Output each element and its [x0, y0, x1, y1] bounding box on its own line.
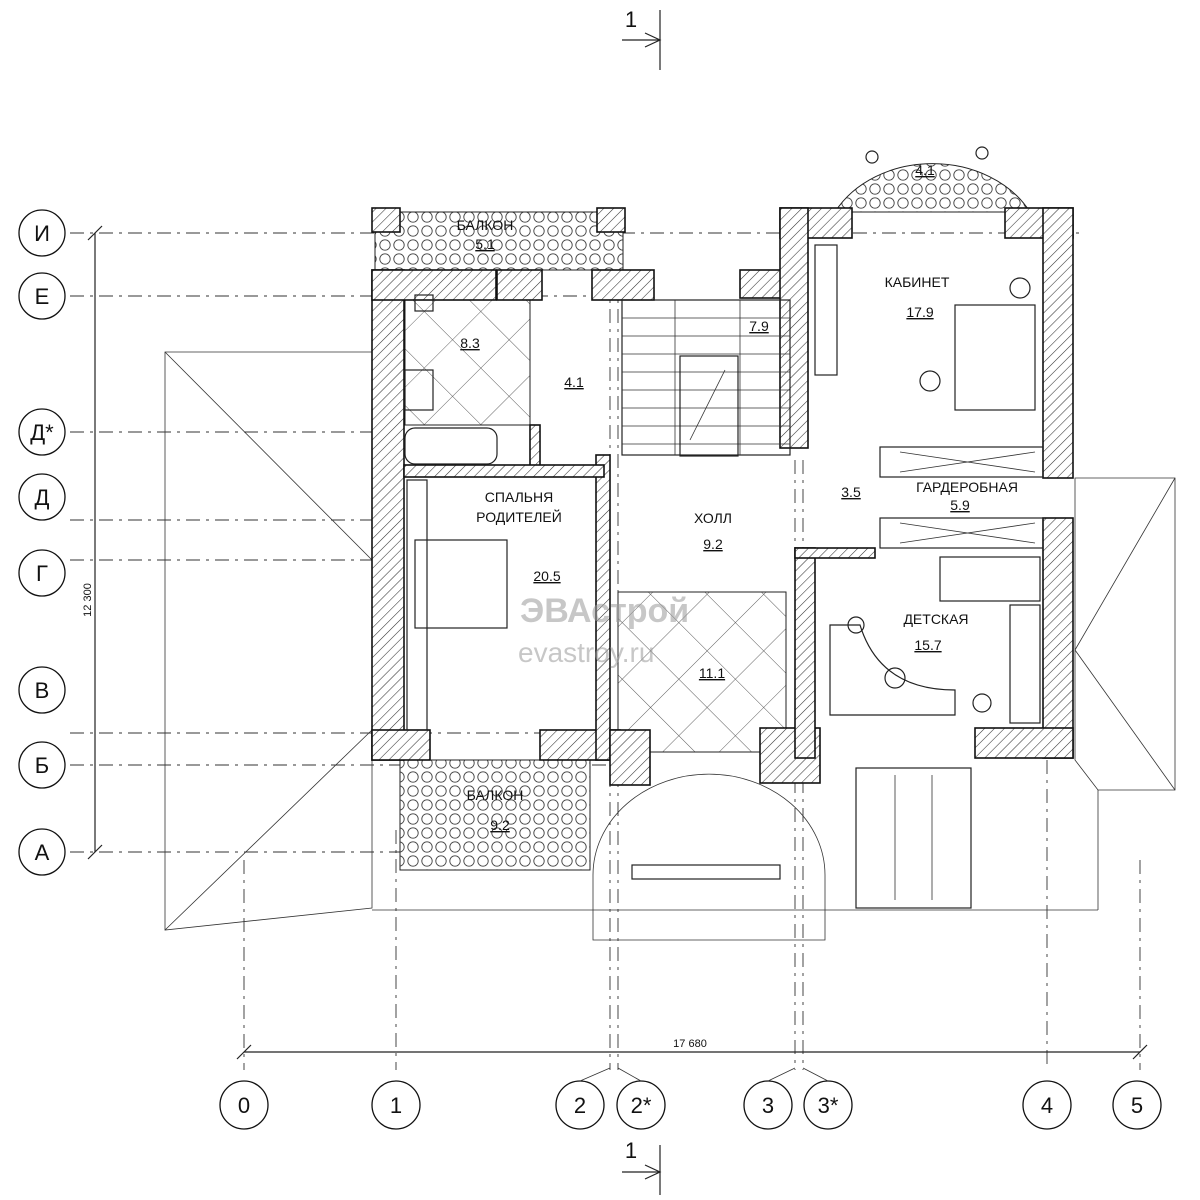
room-area: 5.9 — [950, 497, 970, 513]
stairs — [621, 299, 791, 457]
room-area: 4.1 — [564, 374, 584, 390]
room-name: БАЛКОН — [467, 787, 524, 803]
room-area: 7.9 — [749, 318, 769, 334]
svg-text:1: 1 — [625, 1138, 637, 1163]
col-axis-markers: 0 1 2 2* 3 3* 4 5 — [219, 1067, 1162, 1130]
section-mark-bottom: 1 — [622, 1138, 662, 1195]
axis-col-label: 2* — [631, 1093, 652, 1118]
svg-text:1: 1 — [625, 7, 637, 32]
col-axis-lines — [243, 280, 1141, 1070]
room-name: СПАЛЬНЯ — [485, 489, 553, 505]
axis-row-label: Б — [35, 753, 49, 778]
vertical-dimension: 12 300 — [82, 583, 94, 617]
bathroom-top-tile — [404, 299, 531, 426]
axis-row-label: И — [34, 221, 50, 246]
room-area: 8.3 — [460, 335, 480, 351]
watermark-name: ЭВАстрой — [520, 592, 689, 630]
room-name: РОДИТЕЛЕЙ — [476, 508, 562, 525]
room-area: 15.7 — [914, 637, 941, 653]
room-area: 17.9 — [906, 304, 933, 320]
bathroom-mid-tile — [617, 591, 787, 753]
room-name: КАБИНЕТ — [885, 274, 950, 290]
row-axis-lines — [70, 232, 1085, 853]
axis-col-label: 3 — [762, 1093, 774, 1118]
room-name: ДЕТСКАЯ — [903, 611, 968, 627]
office-desk — [954, 304, 1036, 411]
axis-col-label: 1 — [390, 1093, 402, 1118]
room-area: 5.1 — [475, 236, 495, 252]
axis-row-label: Г — [36, 561, 48, 586]
balcony-top — [374, 211, 624, 271]
axis-col-label: 0 — [238, 1093, 250, 1118]
room-labels: БАЛКОН 5.1 4.1 КАБИНЕТ 17.9 8.3 4.1 7.9 … — [457, 162, 1018, 833]
room-name: БАЛКОН — [457, 217, 514, 233]
watermark-site: evastroy.ru — [518, 637, 654, 668]
axis-row-label: В — [35, 678, 50, 703]
room-area: 9.2 — [703, 536, 723, 552]
axis-row-label: Д* — [30, 420, 54, 445]
roof-outline — [164, 351, 1176, 931]
room-area: 4.1 — [915, 162, 935, 178]
axis-row-label: Д — [35, 485, 50, 510]
axis-row-label: А — [35, 840, 50, 865]
axis-col-label: 2 — [574, 1093, 586, 1118]
room-area: 3.5 — [841, 484, 861, 500]
room-area: 9.2 — [490, 817, 510, 833]
bed — [414, 539, 508, 629]
room-name: ГАРДЕРОБНАЯ — [916, 479, 1018, 495]
wardrobe-bottom — [879, 517, 1044, 549]
bathtub — [404, 427, 498, 465]
room-name: ХОЛЛ — [694, 510, 732, 526]
axis-col-label: 4 — [1041, 1093, 1053, 1118]
bay-balcony — [834, 163, 1031, 213]
balcony-bottom — [399, 759, 591, 871]
axis-col-label: 5 — [1131, 1093, 1143, 1118]
axis-col-label: 3* — [818, 1093, 839, 1118]
wardrobe-top — [879, 446, 1044, 478]
section-mark-top: 1 — [622, 7, 662, 70]
dimension-lines — [87, 225, 1148, 1060]
row-axis-markers: И Е Д* Д Г В Б А — [18, 209, 66, 876]
walls — [371, 207, 1074, 786]
axis-row-label: Е — [35, 284, 50, 309]
room-area: 20.5 — [533, 568, 560, 584]
horizontal-dimension: 17 680 — [673, 1038, 707, 1050]
room-area: 11.1 — [699, 665, 725, 681]
